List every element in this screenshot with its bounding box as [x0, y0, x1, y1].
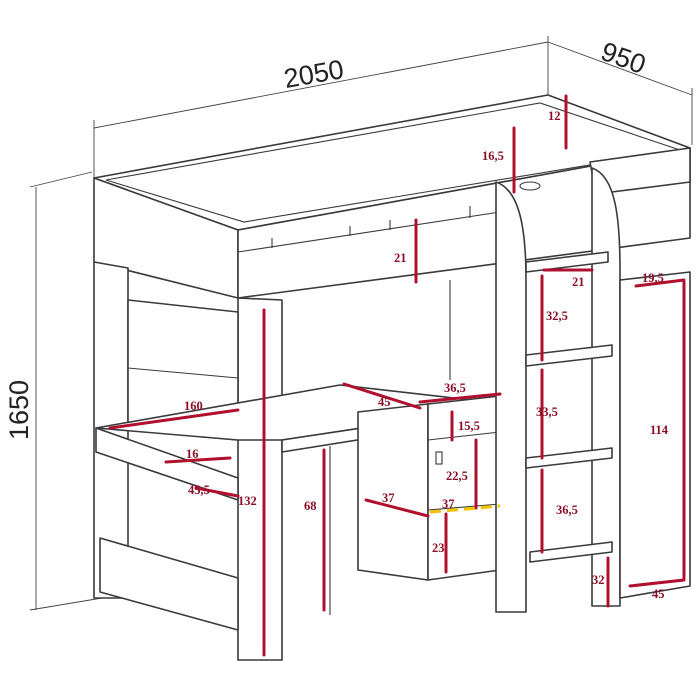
overall-depth-label: 950: [597, 36, 650, 80]
label-drawer-width-2: 37: [442, 497, 455, 511]
base-board: [99, 537, 239, 631]
label-desk-depth: 45: [378, 395, 391, 409]
overall-length-label: 2050: [282, 54, 346, 94]
measurement-lines: [108, 94, 686, 657]
line-desk-depth: [342, 382, 422, 410]
rung-1: [525, 251, 609, 273]
wardrobe-column: [619, 271, 691, 599]
ladder-left-rail: [495, 181, 527, 613]
line-wardrobe-width: [628, 578, 686, 588]
line-desk-length: [108, 408, 240, 430]
label-desk-length: 160: [184, 399, 203, 413]
label-ladder-gap-1: 32,5: [546, 309, 568, 323]
label-desk-height: 68: [304, 499, 317, 513]
line-shelf-45-5: [194, 486, 240, 498]
rung-2: [525, 344, 613, 367]
line-shelf-16: [164, 456, 232, 464]
label-drawer-bottom: 23: [432, 541, 445, 555]
line-wardrobe-depth: [634, 278, 686, 288]
label-shelf-16: 16: [186, 447, 199, 461]
label-shelf-45-5: 45,5: [188, 483, 210, 497]
ladder-right-rail: [591, 167, 621, 607]
line-drawer-width: [364, 498, 430, 518]
label-ladder-gap-2: 33,5: [536, 405, 558, 419]
label-wardrobe-height: 114: [650, 423, 669, 437]
ladder: [495, 167, 621, 613]
front-right-leg: [237, 297, 283, 661]
rung-4: [529, 541, 613, 563]
label-drawer-top: 15,5: [458, 419, 480, 433]
line-desk-right: [418, 392, 502, 404]
label-leg-132: 132: [238, 494, 257, 508]
label-wardrobe-width: 45: [652, 587, 665, 601]
label-desk-right: 36,5: [444, 381, 466, 395]
label-wardrobe-depth: 19,5: [642, 271, 664, 285]
bed-side-panel: [237, 147, 691, 299]
label-ladder-step: 21: [572, 275, 585, 289]
yellow-marker-line: [429, 504, 501, 514]
label-ladder-gap-3: 36,5: [556, 503, 578, 517]
label-headboard: 21: [394, 251, 407, 265]
wardrobe-front: [619, 271, 691, 599]
overall-height-label: 1650: [4, 380, 34, 440]
label-drawer-width: 37: [382, 491, 395, 505]
overall-dimension-lines: [29, 36, 693, 611]
label-rail-top: 12: [548, 109, 561, 123]
label-drawer-mid: 22,5: [446, 469, 468, 483]
label-rail-inner: 16,5: [482, 149, 504, 163]
rung-3: [525, 447, 613, 469]
label-ladder-bottom: 32: [592, 573, 605, 587]
